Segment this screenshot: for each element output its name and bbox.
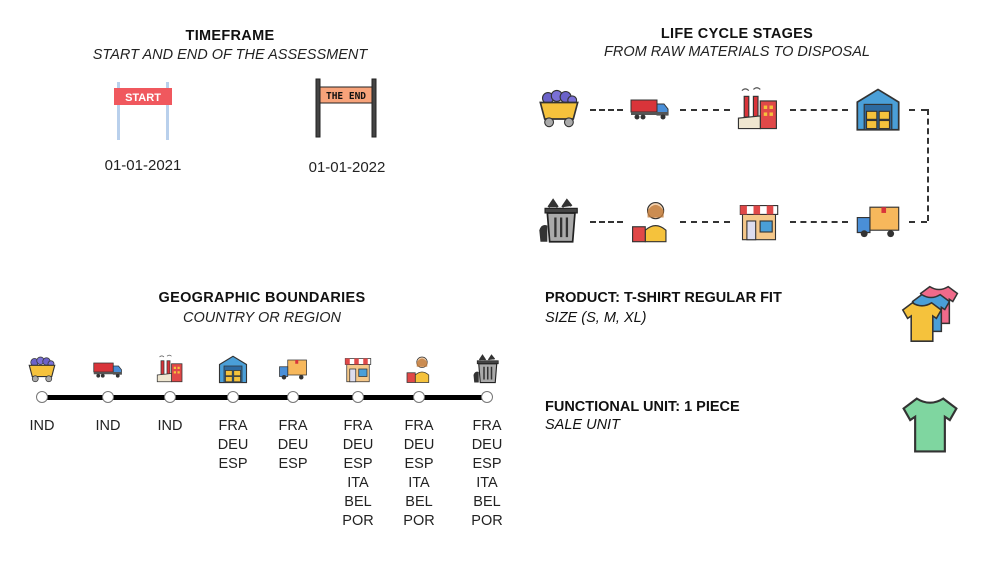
connector-line — [590, 109, 623, 111]
life-cycle-subtitle: FROM RAW MATERIALS TO DISPOSAL — [604, 44, 870, 60]
country-code: FRA — [472, 418, 502, 434]
warehouse-icon — [218, 354, 248, 384]
country-code: FRA — [278, 418, 308, 434]
connector-line — [909, 109, 927, 111]
country-codes: FRA DEU ESP — [208, 417, 258, 474]
country-code: ESP — [343, 456, 373, 472]
t-shirts-icon — [898, 282, 962, 348]
country-code: ITA — [476, 475, 498, 491]
start-banner-text: START — [125, 92, 161, 104]
country-codes: FRA DEU ESP ITA BEL POR — [333, 417, 383, 531]
country-codes: IND — [83, 417, 133, 436]
connector-line — [927, 109, 929, 221]
connector-line — [680, 221, 730, 223]
timeline-node — [102, 391, 114, 403]
start-date: 01-01-2021 — [104, 157, 182, 174]
product-subtitle: SIZE (S, M, XL) — [545, 310, 647, 326]
country-codes: FRA DEU ESP — [268, 417, 318, 474]
country-code: FRA — [218, 418, 248, 434]
shop-icon — [343, 354, 373, 384]
country-code: IND — [157, 418, 183, 434]
country-code: POR — [342, 513, 374, 529]
country-code: ESP — [278, 456, 308, 472]
truck-icon — [93, 354, 123, 384]
timeline-node — [36, 391, 48, 403]
life-cycle-title: LIFE CYCLE STAGES — [660, 26, 814, 42]
country-code: FRA — [343, 418, 373, 434]
end-banner-icon: THE END — [315, 78, 377, 138]
delivery-truck-icon — [855, 198, 901, 244]
shopper-icon — [628, 198, 674, 244]
geography-title: GEOGRAPHIC BOUNDARIES — [158, 290, 366, 306]
trash-bin-icon — [537, 196, 583, 246]
country-code: DEU — [403, 437, 435, 453]
timeline-node — [287, 391, 299, 403]
country-code: FRA — [404, 418, 434, 434]
shopper-icon — [404, 354, 434, 384]
truck-icon — [627, 88, 673, 128]
country-code: ITA — [408, 475, 430, 491]
connector-line — [909, 221, 927, 223]
end-date: 01-01-2022 — [308, 159, 386, 176]
functional-unit-subtitle: SALE UNIT — [545, 417, 620, 433]
timeline-node — [227, 391, 239, 403]
connector-line — [680, 109, 730, 111]
country-code: IND — [95, 418, 121, 434]
country-codes: FRA DEU ESP ITA BEL POR — [394, 417, 444, 531]
connector-line — [790, 221, 848, 223]
timeline-node — [164, 391, 176, 403]
geography-timeline — [42, 395, 488, 400]
end-banner-text: THE END — [326, 91, 366, 102]
warehouse-icon — [855, 86, 901, 132]
timeline-node — [352, 391, 364, 403]
country-codes: IND — [145, 417, 195, 436]
shop-icon — [737, 198, 781, 244]
delivery-truck-icon — [278, 354, 308, 384]
country-code: ESP — [218, 456, 248, 472]
country-codes: FRA DEU ESP ITA BEL POR — [462, 417, 512, 531]
factory-icon — [735, 86, 781, 132]
country-code: DEU — [277, 437, 309, 453]
geography-subtitle: COUNTRY OR REGION — [183, 310, 341, 326]
functional-unit-title: FUNCTIONAL UNIT: 1 PIECE — [545, 399, 740, 415]
trash-bin-icon — [472, 354, 502, 384]
country-code: IND — [29, 418, 55, 434]
timeline-node — [413, 391, 425, 403]
country-code: DEU — [471, 437, 503, 453]
country-code: ESP — [472, 456, 502, 472]
timeframe-title: TIMEFRAME — [185, 28, 275, 44]
mine-cart-icon — [27, 354, 57, 384]
mine-cart-icon — [537, 86, 581, 130]
country-code: DEU — [217, 437, 249, 453]
timeline-node — [481, 391, 493, 403]
country-code: ITA — [347, 475, 369, 491]
country-code: POR — [403, 513, 435, 529]
factory-icon — [155, 354, 185, 384]
connector-line — [590, 221, 623, 223]
start-banner-icon: START — [114, 82, 172, 140]
country-code: DEU — [342, 437, 374, 453]
country-code: BEL — [344, 494, 372, 510]
country-code: ESP — [404, 456, 434, 472]
country-code: BEL — [405, 494, 433, 510]
t-shirt-icon — [897, 392, 963, 458]
country-code: BEL — [473, 494, 501, 510]
country-codes: IND — [17, 417, 67, 436]
product-title: PRODUCT: T-SHIRT REGULAR FIT — [545, 290, 782, 306]
connector-line — [790, 109, 848, 111]
timeframe-subtitle: START AND END OF THE ASSESSMENT — [92, 47, 368, 63]
country-code: POR — [471, 513, 503, 529]
